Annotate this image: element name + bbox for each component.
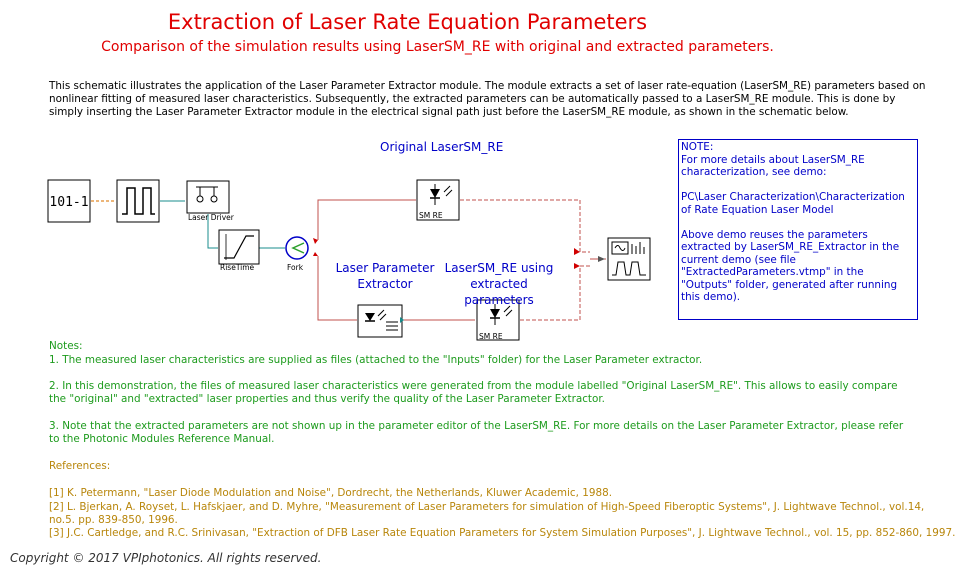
note-box: NOTE: For more details about LaserSM_RE … xyxy=(678,139,918,320)
laser-driver-block[interactable]: Laser Driver xyxy=(186,180,235,222)
laser-sm-re-extracted-block[interactable]: SM RE xyxy=(476,299,520,341)
copyright-notice: Copyright © 2017 VPIphotonics. All right… xyxy=(10,551,322,565)
risetime-block[interactable]: RiseTime xyxy=(218,229,260,272)
sm-re-top-label: SM RE xyxy=(419,211,443,220)
wire-fork-to-extractor xyxy=(317,256,357,321)
pulse-waveform-icon xyxy=(122,187,155,215)
page-title: Extraction of Laser Rate Equation Parame… xyxy=(167,10,648,34)
signal-analyzer-block[interactable] xyxy=(607,237,651,281)
scope-icon xyxy=(611,241,629,255)
pulse-generator-block[interactable] xyxy=(116,179,160,223)
fork-icon xyxy=(291,242,305,254)
risetime-label: RiseTime xyxy=(220,263,255,272)
fork-block[interactable]: Fork xyxy=(285,236,309,272)
note-item-2: 2. In this demonstration, the files of m… xyxy=(49,380,898,405)
reference-1: [1] K. Petermann, "Laser Diode Modulatio… xyxy=(49,487,613,499)
note-paragraph-2: PC\Laser Characterization\Characterizati… xyxy=(681,191,905,216)
laser-driver-label: Laser Driver xyxy=(188,213,235,222)
wire-original-to-scope xyxy=(460,199,590,253)
references-heading: References: xyxy=(49,460,111,472)
note-paragraph-1: For more details about LaserSM_RE charac… xyxy=(681,153,865,179)
wire-fork-to-original xyxy=(317,199,416,240)
page-subtitle: Comparison of the simulation results usi… xyxy=(101,39,774,55)
wire-extracted-to-scope xyxy=(520,265,590,321)
reference-2: [2] L. Bjerkan, A. Royset, L. Hafskjaer,… xyxy=(49,501,925,526)
original-laser-label: Original LaserSM_RE xyxy=(380,140,504,154)
laser-parameter-extractor-block[interactable] xyxy=(357,304,403,338)
note-item-3: 3. Note that the extracted parameters ar… xyxy=(49,420,904,445)
bit-source-block[interactable]: 101-1 xyxy=(47,179,91,223)
intro-paragraph: This schematic illustrates the applicati… xyxy=(49,80,926,119)
note-paragraph-3: Above demo reuses the parameters extract… xyxy=(681,228,900,304)
extractor-label: Laser Parameter Extractor xyxy=(335,261,435,291)
sm-re-bottom-label: SM RE xyxy=(479,332,503,341)
bit-source-label: 101-1 xyxy=(49,195,88,210)
extracted-laser-label: LaserSM_RE using extracted parameters xyxy=(444,261,554,307)
eye-diagram-icon xyxy=(612,261,646,276)
reference-3: [3] J.C. Cartledge, and R.C. Srinivasan,… xyxy=(49,527,956,539)
extractor-icon xyxy=(365,313,375,321)
note-heading: NOTE: xyxy=(681,141,714,153)
note-item-1: 1. The measured laser characteristics ar… xyxy=(49,354,703,366)
ramp-icon xyxy=(224,235,254,259)
fork-label: Fork xyxy=(287,263,304,272)
notes-heading: Notes: xyxy=(49,340,83,352)
wire-driver-to-risetime xyxy=(207,214,218,249)
laser-sm-re-original-block[interactable]: SM RE xyxy=(416,179,460,221)
